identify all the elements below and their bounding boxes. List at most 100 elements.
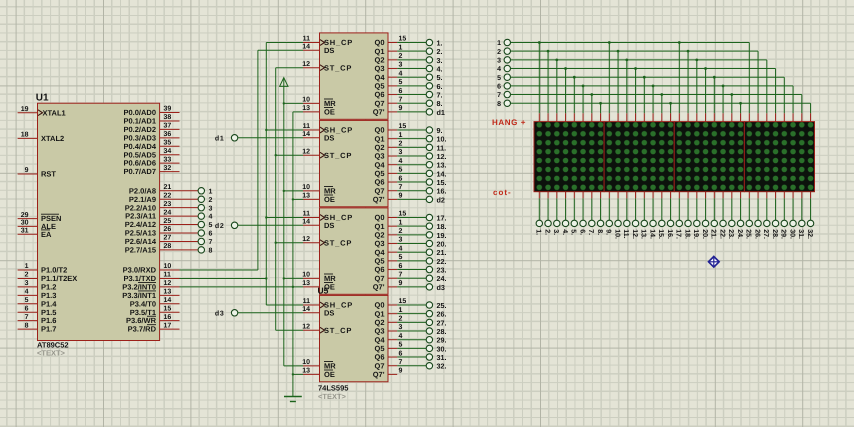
svg-text:7: 7: [497, 92, 501, 99]
svg-text:12: 12: [302, 61, 310, 68]
svg-text:P1.4: P1.4: [41, 299, 57, 308]
svg-text:DS: DS: [324, 46, 334, 55]
svg-text:25: 25: [164, 218, 172, 225]
svg-text:cot-: cot-: [493, 188, 512, 197]
svg-text:P2.2/A10: P2.2/A10: [125, 203, 156, 212]
svg-text:Q2: Q2: [374, 318, 384, 327]
svg-text:12: 12: [302, 148, 310, 155]
svg-text:32.: 32.: [437, 362, 447, 371]
svg-text:4: 4: [399, 158, 403, 165]
svg-text:14: 14: [302, 44, 310, 51]
svg-text:ST_CP: ST_CP: [324, 151, 352, 160]
svg-text:1: 1: [399, 132, 403, 139]
svg-text:6: 6: [209, 231, 213, 238]
svg-text:P3.2/INT0: P3.2/INT0: [122, 282, 156, 291]
svg-text:XTAL1: XTAL1: [43, 108, 66, 117]
svg-text:5: 5: [399, 342, 403, 349]
svg-text:28: 28: [164, 243, 172, 250]
svg-text:Q5: Q5: [374, 81, 384, 90]
svg-text:DS: DS: [324, 308, 334, 317]
svg-text:13: 13: [302, 105, 310, 112]
svg-text:Q7: Q7: [374, 99, 384, 108]
svg-text:34: 34: [164, 148, 172, 155]
svg-text:4: 4: [209, 214, 213, 221]
svg-text:14.: 14.: [437, 169, 447, 178]
svg-text:9: 9: [25, 167, 29, 174]
svg-text:15: 15: [399, 36, 407, 43]
svg-text:Q1: Q1: [374, 222, 384, 231]
svg-text:9: 9: [399, 280, 403, 287]
svg-text:12: 12: [302, 323, 310, 330]
svg-text:Q7': Q7': [373, 370, 385, 379]
svg-text:14: 14: [164, 297, 172, 304]
svg-text:Q5: Q5: [374, 344, 384, 353]
svg-text:7: 7: [399, 184, 403, 191]
svg-text:Q0: Q0: [374, 213, 384, 222]
svg-text:10: 10: [302, 184, 310, 191]
svg-text:30.: 30.: [788, 229, 795, 239]
svg-text:35: 35: [164, 139, 172, 146]
svg-text:3: 3: [497, 57, 501, 64]
svg-text:MR: MR: [324, 99, 336, 108]
svg-text:15: 15: [399, 211, 407, 218]
svg-text:21.: 21.: [710, 229, 717, 239]
svg-text:4: 4: [399, 333, 403, 340]
svg-text:8: 8: [209, 247, 213, 254]
svg-text:P3.7/RD: P3.7/RD: [128, 325, 157, 334]
svg-text:Q7: Q7: [374, 361, 384, 370]
svg-text:8: 8: [25, 322, 29, 329]
svg-text:Q2: Q2: [374, 230, 384, 239]
svg-text:SH_CP: SH_CP: [324, 38, 353, 47]
svg-text:5: 5: [497, 75, 501, 82]
svg-text:10: 10: [302, 97, 310, 104]
svg-text:9.: 9.: [437, 126, 443, 135]
svg-text:Q1: Q1: [374, 47, 384, 56]
svg-text:17.: 17.: [675, 229, 682, 239]
svg-text:31.: 31.: [437, 353, 447, 362]
svg-text:d3: d3: [437, 283, 445, 292]
svg-text:10.: 10.: [613, 229, 620, 239]
svg-text:MR: MR: [324, 274, 336, 283]
svg-text:Q3: Q3: [374, 152, 384, 161]
svg-text:22.: 22.: [718, 229, 725, 239]
svg-text:11: 11: [303, 123, 311, 130]
svg-text:31: 31: [21, 228, 29, 235]
svg-text:5: 5: [25, 297, 29, 304]
svg-text:25.: 25.: [437, 301, 447, 310]
svg-text:5: 5: [209, 222, 213, 229]
svg-text:Q1: Q1: [374, 134, 384, 143]
svg-text:8.: 8.: [596, 229, 603, 235]
svg-text:2: 2: [399, 228, 403, 235]
svg-text:XTAL2: XTAL2: [41, 134, 64, 143]
svg-text:18: 18: [21, 132, 29, 139]
svg-text:2: 2: [497, 49, 501, 56]
svg-text:SH_CP: SH_CP: [324, 126, 353, 135]
svg-text:<TEXT>: <TEXT>: [37, 349, 66, 358]
svg-text:2: 2: [209, 197, 213, 204]
svg-text:Q6: Q6: [374, 353, 384, 362]
svg-text:4: 4: [399, 245, 403, 252]
svg-text:17.: 17.: [437, 213, 447, 222]
svg-text:7: 7: [209, 239, 213, 246]
svg-text:SH_CP: SH_CP: [324, 301, 353, 310]
svg-text:13.: 13.: [640, 229, 647, 239]
svg-text:HANG +: HANG +: [492, 118, 526, 127]
svg-text:1: 1: [399, 219, 403, 226]
svg-text:11: 11: [303, 298, 311, 305]
svg-text:P0.5/AD5: P0.5/AD5: [123, 150, 156, 159]
svg-text:5.: 5.: [570, 229, 577, 235]
svg-text:OE: OE: [324, 370, 335, 379]
svg-text:P1.1/T2EX: P1.1/T2EX: [41, 274, 77, 283]
svg-text:10: 10: [302, 272, 310, 279]
svg-text:2.: 2.: [437, 47, 443, 56]
svg-text:16: 16: [164, 314, 172, 321]
svg-text:MR: MR: [324, 362, 336, 371]
svg-text:9.: 9.: [605, 229, 612, 235]
svg-text:P0.4/AD4: P0.4/AD4: [123, 142, 156, 151]
svg-text:Q7: Q7: [374, 274, 384, 283]
svg-text:P0.7/AD7: P0.7/AD7: [123, 167, 156, 176]
svg-text:31.: 31.: [797, 229, 804, 239]
svg-text:SH_CP: SH_CP: [324, 213, 353, 222]
svg-text:d2: d2: [437, 195, 445, 204]
svg-text:11: 11: [303, 36, 311, 43]
